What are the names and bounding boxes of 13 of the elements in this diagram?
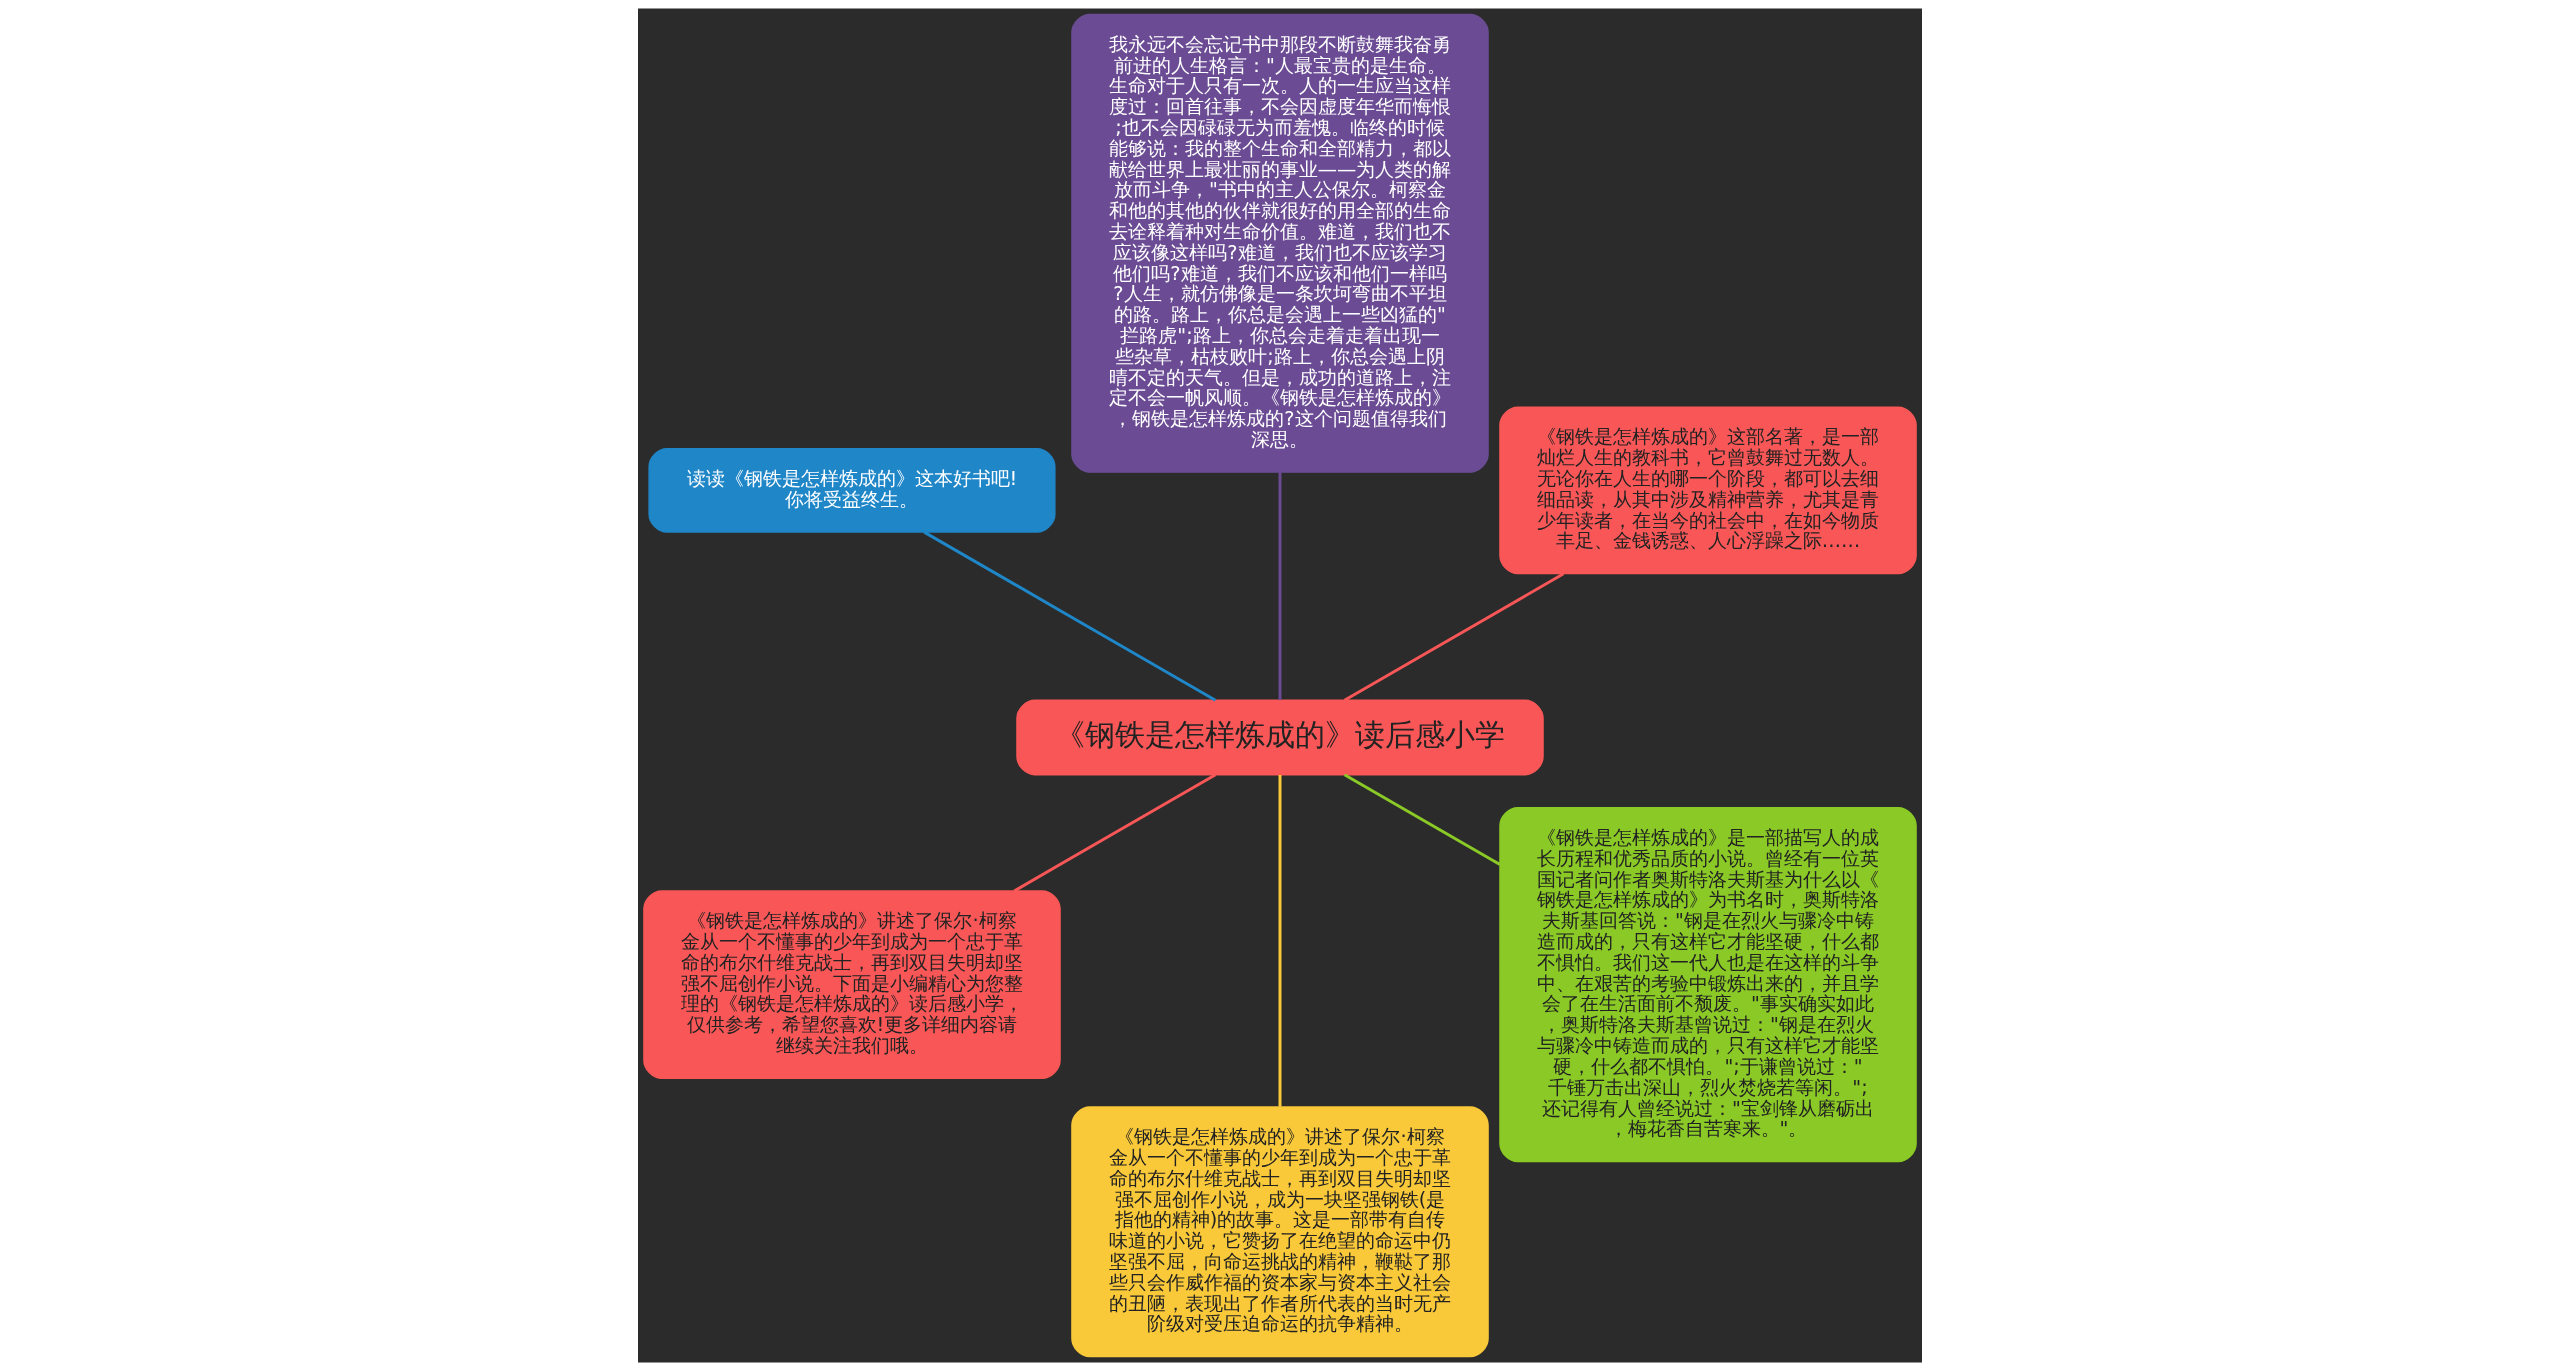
connector bbox=[1343, 773, 1501, 866]
node-box: 《钢铁是怎样炼成的》读后感小学 bbox=[1016, 699, 1544, 776]
node-box: 《钢铁是怎样炼成的》讲述了保尔·柯察金从一个不懂事的少年到成为一个忠于革命的布尔什维克战士，再到双目失明却坚强不屈创作小说，成为一块坚强钢铁(是指他的精神)的故事。这是一部带有自传味道的小说，它赞扬了在绝望的命运中仍坚强不屈，向命运挑战的精神，鞭鞑了那些只会作威作福的资本家与资本主义社会的丑陋，表现出了作者所代表的当时无产阶级对受压迫命运的抗争精神。 bbox=[1071, 1106, 1489, 1358]
node-box: 《钢铁是怎样炼成的》讲述了保尔·柯察金从一个不懂事的少年到成为一个忠于革命的布尔什维克战士，再到双目失明却坚强不屈创作小说。下面是小编精心为您整理的《钢铁是怎样炼成的》读后感小学，仅供参考，希望您喜欢!更多详细内容请继续关注我们哦。 bbox=[643, 890, 1061, 1079]
connector bbox=[1278, 472, 1282, 700]
node-box: 《钢铁是怎样炼成的》这部名著，是一部灿烂人生的教科书，它曾鼓舞过无数人。无论你在人生的哪一个阶段，都可以去细细品读，从其中涉及精神营养，尤其是青少年读者，在当今的社会中，在如今物质丰足、金钱诱惑、人心浮躁之际…… bbox=[1499, 406, 1917, 575]
connector bbox=[923, 530, 1217, 702]
connector bbox=[1343, 572, 1565, 702]
node-box: 《钢铁是怎样炼成的》是一部描写人的成长历程和优秀品质的小说。曾经有一位英国记者问作者奥斯特洛夫斯基为什么以《钢铁是怎样炼成的》为书名时，奥斯特洛夫斯基回答说："钢是在烈火与骤冷中铸造而成的，只有这样它才能坚硬，什么都不惧怕。我们这一代人也是在这样的斗争中、在艰苦的考验中锻炼出来的，并且学会了在生活面前不颓废。"事实确实如此，奥斯特洛夫斯基曾说过："钢是在烈火与骤冷中铸造而成的，只有这样它才能坚硬，什么都不惧怕。";于谦曾说过："千锤万击出深山，烈火焚烧若等闲。";还记得有人曾经说过："宝剑锋从磨砺出，梅花香自苦寒来。"。 bbox=[1499, 807, 1917, 1163]
node-box: 我永远不会忘记书中那段不断鼓舞我奋勇前进的人生格言："人最宝贵的是生命。生命对于人只有一次。人的一生应当这样度过：回首往事，不会因虚度年华而悔恨;也不会因碌碌无为而羞愧。临终的时候能够说：我的整个生命和全部精力，都以献给世界上最壮丽的事业——为人类的解放而斗争，"书中的主人公保尔。柯察金和他的其他的伙伴就很好的用全部的生命去诠释着种对生命价值。难道，我们也不应该像这样吗?难道，我们也不应该学习他们吗?难道，我们不应该和他们一样吗?人生，就仿佛像是一条坎坷弯曲不平坦的路。路上，你总是会遇上一些凶猛的"拦路虎";路上，你总会走着走着出现一些杂草，枯枝败叶;路上，你总会遇上阴晴不定的天气。但是，成功的道路上，注定不会一帆风顺。《钢铁是怎样炼成的》，钢铁是怎样炼成的?这个问题值得我们深思。 bbox=[1071, 13, 1489, 473]
connector bbox=[1278, 775, 1282, 1107]
node-box: 读读《钢铁是怎样炼成的》这本好书吧!你将受益终生。 bbox=[648, 448, 1056, 533]
connector bbox=[1013, 773, 1217, 893]
